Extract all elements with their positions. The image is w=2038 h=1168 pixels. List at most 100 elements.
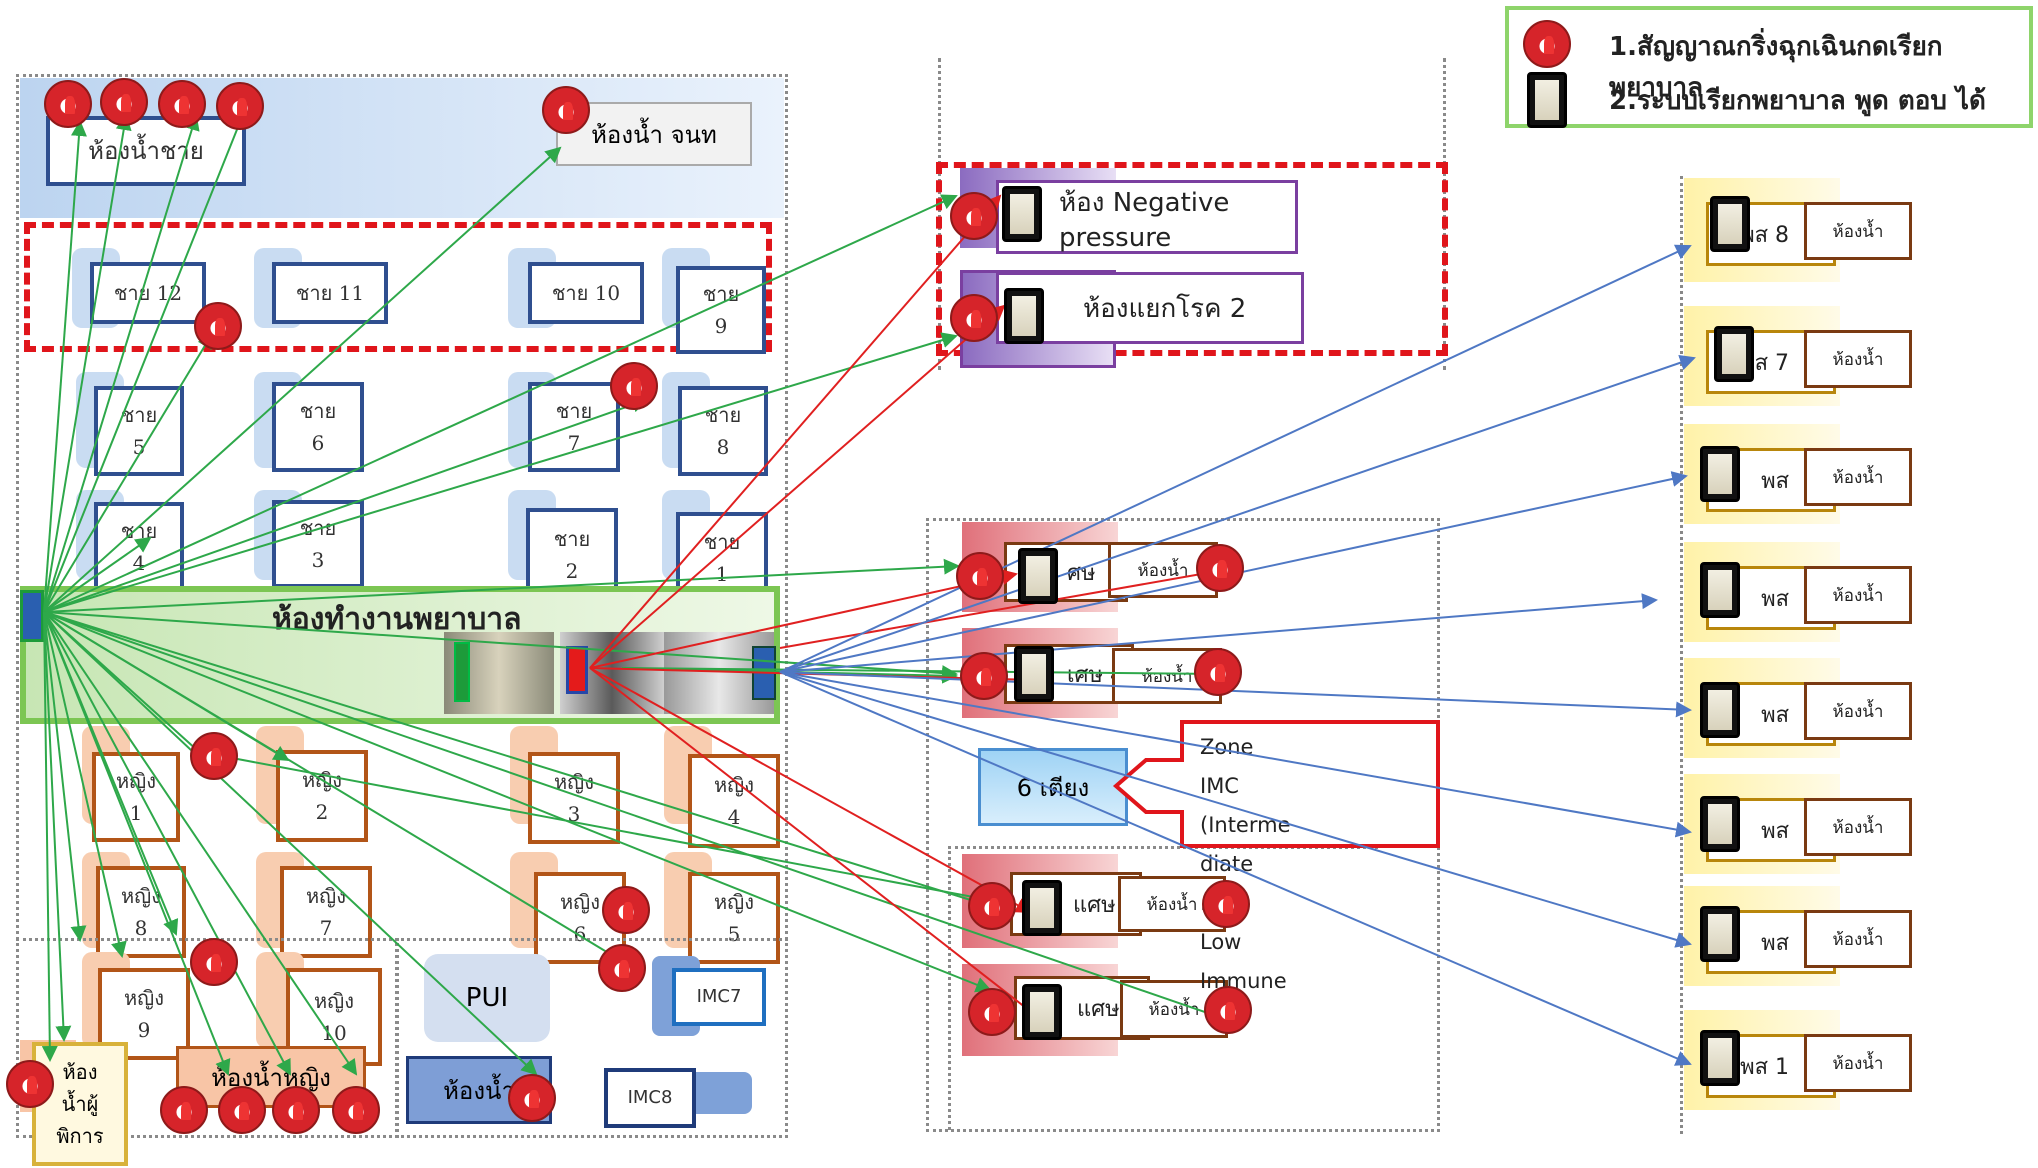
- alarm-icon[interactable]: [194, 302, 242, 350]
- alarm-icon[interactable]: [1204, 986, 1252, 1034]
- intercom-icon[interactable]: [1018, 548, 1058, 604]
- right-room-wash: ห้องน้ำ: [1804, 448, 1912, 506]
- alarm-icon: [1523, 20, 1571, 68]
- legend: 1.สัญญาณกริ่งฉุกเฉินกดเรียกพยาบาล 2.ระบบ…: [1505, 6, 2033, 128]
- alarm-icon[interactable]: [216, 82, 264, 130]
- alarm-icon[interactable]: [968, 988, 1016, 1036]
- imc7: IMC7: [672, 968, 766, 1026]
- special-room-2-label: ศษ: [1067, 560, 1096, 586]
- right-room-wash-label: ห้องน้ำ: [1832, 1053, 1884, 1074]
- room-female-1: หญิง 1: [92, 752, 180, 842]
- room-male-3: ชาย 3: [272, 500, 364, 588]
- room-male-4: ชาย 4: [94, 502, 184, 592]
- alarm-icon[interactable]: [960, 652, 1008, 700]
- alarm-icon[interactable]: [950, 294, 998, 342]
- room-male-8: ชาย 8: [678, 386, 768, 476]
- intercom-icon[interactable]: [1700, 446, 1740, 502]
- alarm-icon[interactable]: [272, 1086, 320, 1134]
- special-wash-4-label: ห้องน้ำ: [1141, 666, 1193, 687]
- alarm-icon[interactable]: [44, 80, 92, 128]
- legend-item-1: 1.สัญญาณกริ่งฉุกเฉินกดเรียกพยาบาล: [1609, 32, 1943, 103]
- right-room-wash: ห้องน้ำ: [1804, 330, 1912, 388]
- intercom-icon[interactable]: [1710, 196, 1750, 252]
- alarm-icon[interactable]: [158, 80, 206, 128]
- right-room-wash: ห้องน้ำ: [1804, 1034, 1912, 1092]
- special-wash-2-label: ห้องน้ำ: [1137, 560, 1189, 581]
- staff-toilet: ห้องน้ำ จนท: [556, 102, 752, 166]
- alarm-icon[interactable]: [968, 882, 1016, 930]
- right-room-wash-label: ห้องน้ำ: [1832, 467, 1884, 488]
- alarm-icon[interactable]: [332, 1086, 380, 1134]
- zone-note: Zone IMC (Interme diate ...), Low Immune: [1200, 735, 1291, 993]
- isolation-room-2-label: ห้องแยกโรค 2: [1083, 293, 1247, 324]
- intercom-icon[interactable]: [1714, 326, 1754, 382]
- right-room-wash: ห้องน้ำ: [1804, 202, 1912, 260]
- intercom-icon[interactable]: [1700, 682, 1740, 738]
- alarm-icon[interactable]: [1196, 544, 1244, 592]
- intercom-icon[interactable]: [1004, 288, 1044, 344]
- imc8: IMC8: [604, 1068, 696, 1128]
- special-wash-1-label: ห้องน้ำ: [1146, 894, 1198, 915]
- staff-toilet-label: ห้องน้ำ จนท: [591, 120, 717, 149]
- right-room-wash-label: ห้องน้ำ: [1832, 585, 1884, 606]
- room-male-11: ชาย 11: [272, 262, 388, 324]
- room-male-9: ชาย 9: [676, 266, 766, 354]
- right-room-label: พส: [1761, 468, 1789, 494]
- pui-room: PUI: [424, 954, 550, 1042]
- alarm-icon[interactable]: [956, 552, 1004, 600]
- right-room-label: พส: [1761, 818, 1789, 844]
- intercom-icon[interactable]: [1700, 1030, 1740, 1086]
- right-room-wash: ห้องน้ำ: [1804, 910, 1912, 968]
- legend-item-2: 2.ระบบเรียกพยาบาล พูด ตอบ ได้: [1609, 86, 1986, 116]
- intercom-icon[interactable]: [1014, 646, 1054, 702]
- negative-pressure-room: ห้อง Negative pressure: [996, 180, 1298, 254]
- intercom-icon[interactable]: [1022, 984, 1062, 1040]
- pui-label: PUI: [465, 983, 509, 1013]
- alarm-icon[interactable]: [1202, 880, 1250, 928]
- intercom-icon[interactable]: [1700, 562, 1740, 618]
- right-room-label: พส: [1761, 930, 1789, 956]
- room-male-6: ชาย 6: [272, 382, 364, 472]
- alarm-icon[interactable]: [950, 192, 998, 240]
- room-male-5: ชาย 5: [94, 386, 184, 476]
- nurse-console-green: [454, 642, 470, 702]
- master-console: [20, 590, 44, 642]
- disabled-toilet-label: ห้อง น้ำผู้ พิการ: [56, 1060, 104, 1148]
- alarm-icon[interactable]: [190, 938, 238, 986]
- intercom-icon[interactable]: [1700, 796, 1740, 852]
- right-room-wash-label: ห้องน้ำ: [1832, 221, 1884, 242]
- alarm-icon[interactable]: [160, 1086, 208, 1134]
- right-room-wash-label: ห้องน้ำ: [1832, 929, 1884, 950]
- disabled-toilet: ห้อง น้ำผู้ พิการ: [32, 1042, 128, 1166]
- intercom-icon[interactable]: [1002, 186, 1042, 242]
- alarm-icon[interactable]: [542, 86, 590, 134]
- alarm-icon[interactable]: [602, 886, 650, 934]
- beds-6-label: 6 เตียง: [1016, 773, 1090, 802]
- intercom-icon[interactable]: [1022, 880, 1062, 936]
- alarm-icon[interactable]: [100, 78, 148, 126]
- beds-6-room: 6 เตียง: [978, 748, 1128, 826]
- alarm-icon[interactable]: [190, 732, 238, 780]
- right-room-wash: ห้องน้ำ: [1804, 798, 1912, 856]
- alarm-icon[interactable]: [1194, 648, 1242, 696]
- right-room-wash-label: ห้องน้ำ: [1832, 817, 1884, 838]
- alarm-icon[interactable]: [508, 1074, 556, 1122]
- alarm-icon[interactable]: [610, 362, 658, 410]
- right-room-label: พส 1: [1740, 1054, 1789, 1080]
- intercom-icon: [1527, 72, 1567, 128]
- right-room-wash: ห้องน้ำ: [1804, 566, 1912, 624]
- room-male-7: ชาย 7: [528, 382, 620, 472]
- right-room-label: พส: [1761, 586, 1789, 612]
- alarm-icon[interactable]: [218, 1086, 266, 1134]
- room-male-10: ชาย 10: [528, 262, 644, 324]
- special-wash-3-label: ห้องน้ำ: [1148, 999, 1200, 1020]
- right-room-label: พส: [1761, 702, 1789, 728]
- negative-pressure-label: ห้อง Negative pressure: [1059, 187, 1230, 253]
- alarm-icon[interactable]: [6, 1060, 54, 1108]
- right-column-boundary: [1680, 176, 1683, 1134]
- alarm-icon[interactable]: [598, 944, 646, 992]
- room-male-12: ชาย 12: [90, 262, 206, 324]
- right-room-wash-label: ห้องน้ำ: [1832, 349, 1884, 370]
- intercom-icon[interactable]: [1700, 906, 1740, 962]
- room-female-3: หญิง 3: [528, 752, 620, 844]
